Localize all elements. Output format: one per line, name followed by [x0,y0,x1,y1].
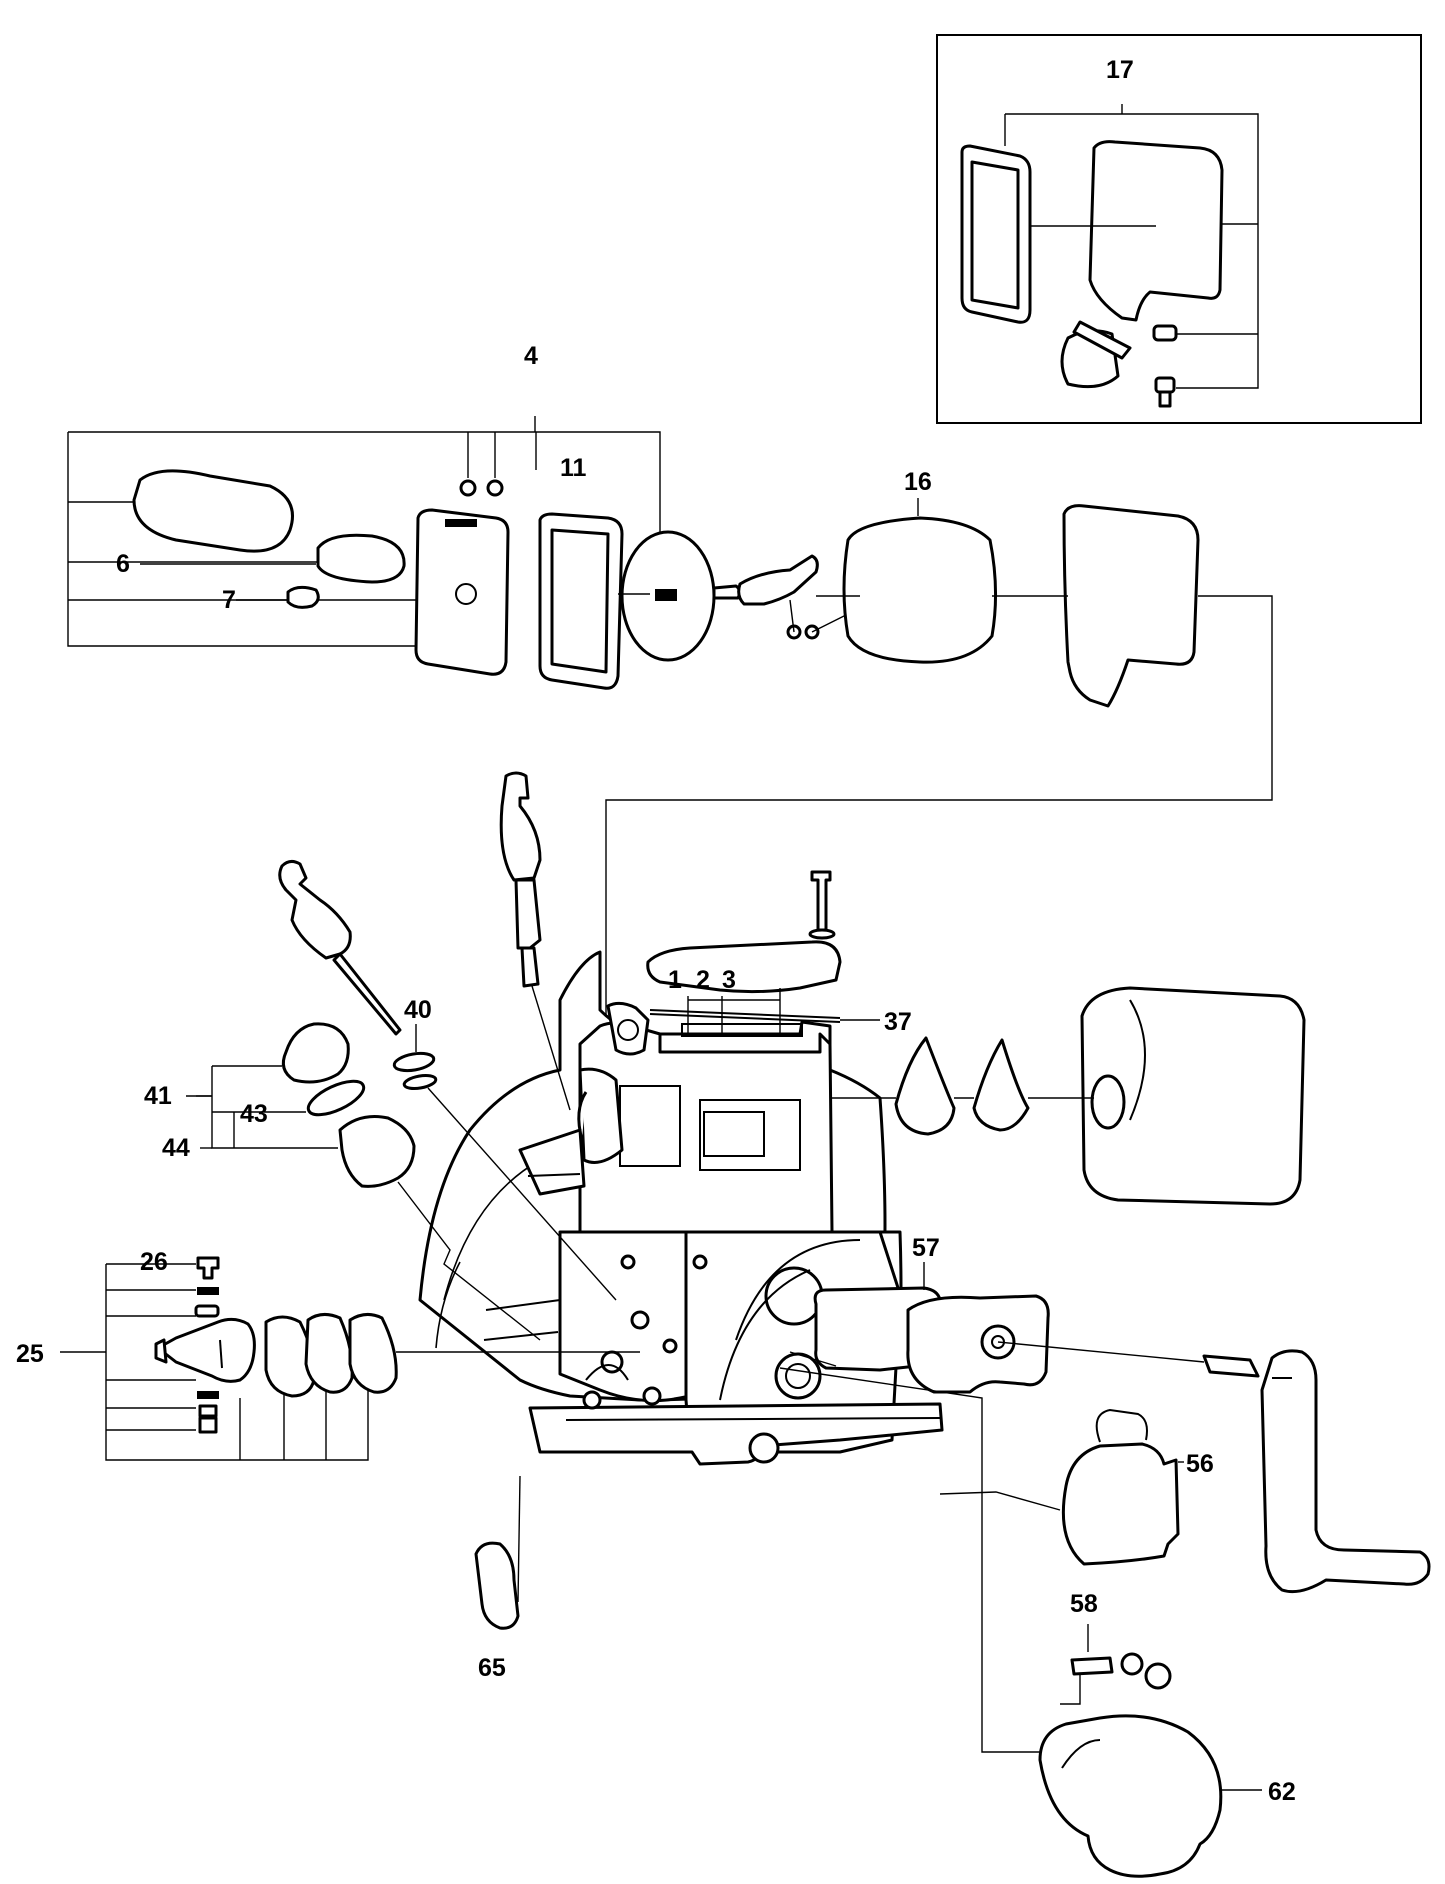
callout-37: 37 [884,1008,912,1036]
callout-44: 44 [162,1134,190,1162]
callout-65: 65 [478,1654,506,1682]
inset-box-air-filter [936,34,1422,424]
part-65 [474,1475,521,1630]
muffler [832,986,1306,1206]
callout-40: 40 [404,996,432,1024]
callout-26: 26 [140,1248,168,1276]
part-57-cover [789,1262,1205,1394]
callout-57: 57 [912,1234,940,1262]
crank-handle [1202,1349,1431,1594]
oil-filler-cap [196,1022,541,1341]
top-cover-assembly [646,870,880,1037]
oil-dipstick [278,859,617,1301]
callout-58: 58 [1070,1590,1098,1618]
callout-43: 43 [240,1100,268,1128]
air-filter-assembly-row [67,416,1273,1082]
engine-block [418,950,944,1466]
callout-2: 2 [696,966,710,994]
part-56-starter [939,1408,1184,1566]
spark-plug-lead [499,771,571,1111]
callout-11: 11 [560,454,587,482]
callout-16: 16 [904,468,932,496]
callout-62: 62 [1268,1778,1296,1806]
callout-1: 1 [668,966,682,994]
callout-56: 56 [1186,1450,1214,1478]
callout-3: 3 [722,966,736,994]
callout-25: 25 [16,1340,44,1368]
callout-4: 4 [524,342,538,370]
callout-7: 7 [222,586,236,614]
part-58-62 [779,1367,1262,1878]
callout-6: 6 [116,550,130,578]
callout-41: 41 [144,1082,172,1110]
side-valve-assembly [60,1256,640,1461]
callout-17: 17 [1106,56,1134,84]
